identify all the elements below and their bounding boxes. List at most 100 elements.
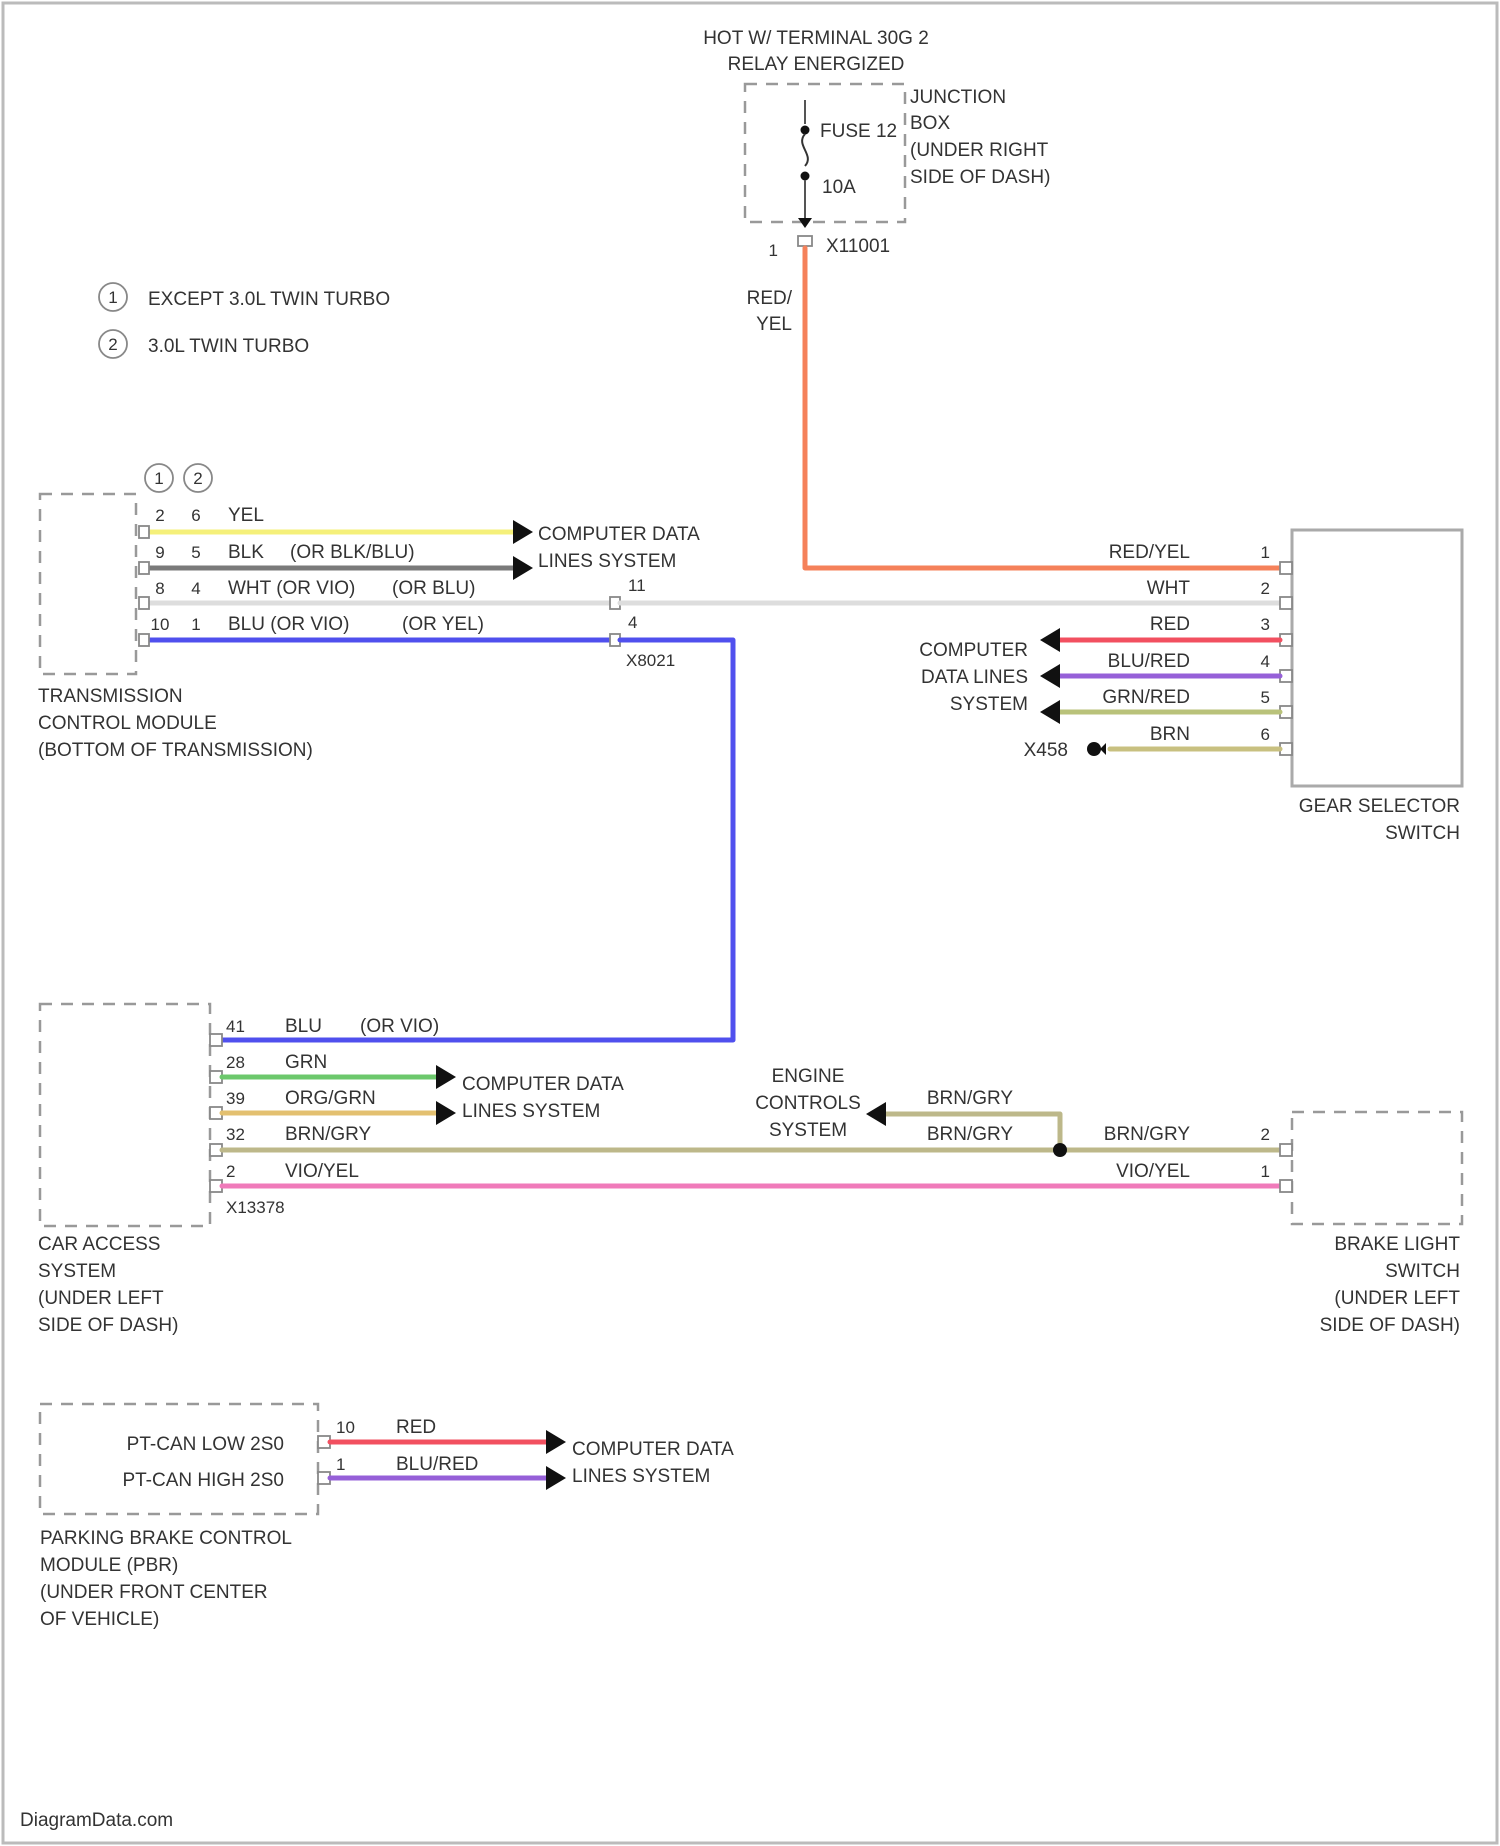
brake-pin: 2 [1261,1125,1270,1144]
gear-selector-label-2: SWITCH [1385,823,1460,844]
tcm-pin: 5 [191,543,200,562]
grn-arrow-icon [436,1065,456,1089]
tcm-pin: 1 [191,615,200,634]
tcm-splice-pin-1: 11 [628,576,646,595]
gear-wire-color: RED/YEL [1109,542,1190,563]
cas-pin: 32 [226,1125,245,1144]
legend-text-2: 3.0L TWIN TURBO [148,336,309,357]
cas-label-1: CAR ACCESS [38,1234,160,1255]
legend-text-1: EXCEPT 3.0L TWIN TURBO [148,289,390,310]
tcm-wire-color: BLU (OR VIO) [228,614,349,635]
tcm-variant-2: 2 [193,469,202,488]
gear-selector-label-1: GEAR SELECTOR [1299,796,1460,817]
junction-box-label-4: SIDE OF DASH) [910,167,1050,188]
junction-box-outline [745,84,905,222]
yel-arrow-icon [513,520,533,544]
brake-light-label-1: BRAKE LIGHT [1334,1234,1460,1255]
engine-controls-label-1: ENGINE [772,1066,845,1087]
fuse-rating: 10A [822,177,856,198]
tcm-cdls-1: COMPUTER DATA [538,524,700,545]
tcm-pin: 8 [155,579,164,598]
brake-wire-color: BRN/GRY [1104,1124,1191,1145]
tcm-wire-color: WHT (OR VIO) [228,578,355,599]
legend-num-2: 2 [108,335,117,354]
page-border [3,3,1497,1843]
gear-pin: 5 [1261,688,1270,707]
footer-watermark: DiagramData.com [20,1810,173,1831]
brake-wire-color: VIO/YEL [1116,1161,1190,1182]
pbr-label-4: OF VEHICLE) [40,1609,159,1630]
engine-controls-label-3: SYSTEM [769,1120,847,1141]
ground-icon [1087,742,1101,756]
gear-pin: 2 [1261,579,1270,598]
tcm-variant-1: 1 [154,469,163,488]
brake-light-label-3: (UNDER LEFT [1334,1288,1460,1309]
cas-wire-color: BRN/GRY [285,1124,372,1145]
gear-ground-label: X458 [1024,740,1068,761]
cas-pin: 2 [226,1162,235,1181]
brake-light-label-2: SWITCH [1385,1261,1460,1282]
tcm-splice-connector: X8021 [626,651,675,670]
cas-connector: X13378 [226,1198,285,1217]
gear-wire-color: WHT [1147,578,1191,599]
tcm-cdls-2: LINES SYSTEM [538,551,676,572]
wire-red-yel [805,248,1280,568]
engine-controls-arrow-icon [866,1102,886,1126]
header-line-1: HOT W/ TERMINAL 30G 2 [703,28,929,49]
tcm-pin: 6 [191,506,200,525]
engine-wire-lower: BRN/GRY [927,1124,1014,1145]
gear-pin: 1 [1261,543,1270,562]
gear-pin: 3 [1261,615,1270,634]
header-line-2: RELAY ENERGIZED [728,54,905,75]
cas-outline [40,1004,210,1226]
pbr-cdls-2: LINES SYSTEM [572,1466,710,1487]
tcm-splice-pin-2: 4 [628,613,637,632]
cas-cdls-1: COMPUTER DATA [462,1074,624,1095]
junction-box-pin: 1 [769,241,778,260]
tcm-label-2: CONTROL MODULE [38,713,217,734]
pbr-pin: 1 [336,1455,345,1474]
gear-pin: 4 [1261,652,1270,671]
cas-label-2: SYSTEM [38,1261,116,1282]
org-grn-arrow-icon [436,1101,456,1125]
brake-light-label-4: SIDE OF DASH) [1320,1315,1460,1336]
cas-wire-color: BLU [285,1016,322,1037]
pbr-cdls-1: COMPUTER DATA [572,1439,734,1460]
gear-selector-outline [1292,530,1462,786]
cas-pin: 39 [226,1089,245,1108]
fuse-terminal-top [801,126,810,135]
tcm-pin: 10 [151,615,170,634]
engine-controls-label-2: CONTROLS [755,1093,861,1114]
cas-cdls-2: LINES SYSTEM [462,1101,600,1122]
pbr-blu-red-arrow-icon [546,1466,566,1490]
fuse-name: FUSE 12 [820,121,897,142]
red-yel-label-1: RED/ [747,288,793,309]
pbr-signal-2: PT-CAN HIGH 2S0 [122,1470,284,1491]
gear-cdls-3: SYSTEM [950,694,1028,715]
tcm-pin: 2 [155,506,164,525]
pbr-pin: 10 [336,1418,355,1437]
gear-pin: 6 [1261,725,1270,744]
tcm-wire-color-alt: (OR BLK/BLU) [290,542,415,563]
tcm-outline [40,494,136,674]
tcm-wire-color: YEL [228,505,264,526]
pbr-signal-1: PT-CAN LOW 2S0 [127,1434,284,1455]
cas-wire-color: VIO/YEL [285,1161,359,1182]
pbr-label-2: MODULE (PBR) [40,1555,178,1576]
red-arrow-icon [1040,628,1060,652]
gear-cdls-2: DATA LINES [921,667,1028,688]
gear-wire-color: GRN/RED [1102,687,1190,708]
legend-num-1: 1 [108,288,117,307]
pbr-wire-color: BLU/RED [396,1454,478,1475]
cas-label-3: (UNDER LEFT [38,1288,164,1309]
junction-box-connector: X11001 [826,236,890,257]
gear-cdls-1: COMPUTER [919,640,1028,661]
pbr-wire-color: RED [396,1417,436,1438]
pbr-outline [40,1404,318,1514]
cas-pin: 28 [226,1053,245,1072]
gear-wire-color: BRN [1150,724,1190,745]
tcm-pin: 4 [191,579,200,598]
gear-wire-color: RED [1150,614,1190,635]
tcm-label-3: (BOTTOM OF TRANSMISSION) [38,740,313,761]
